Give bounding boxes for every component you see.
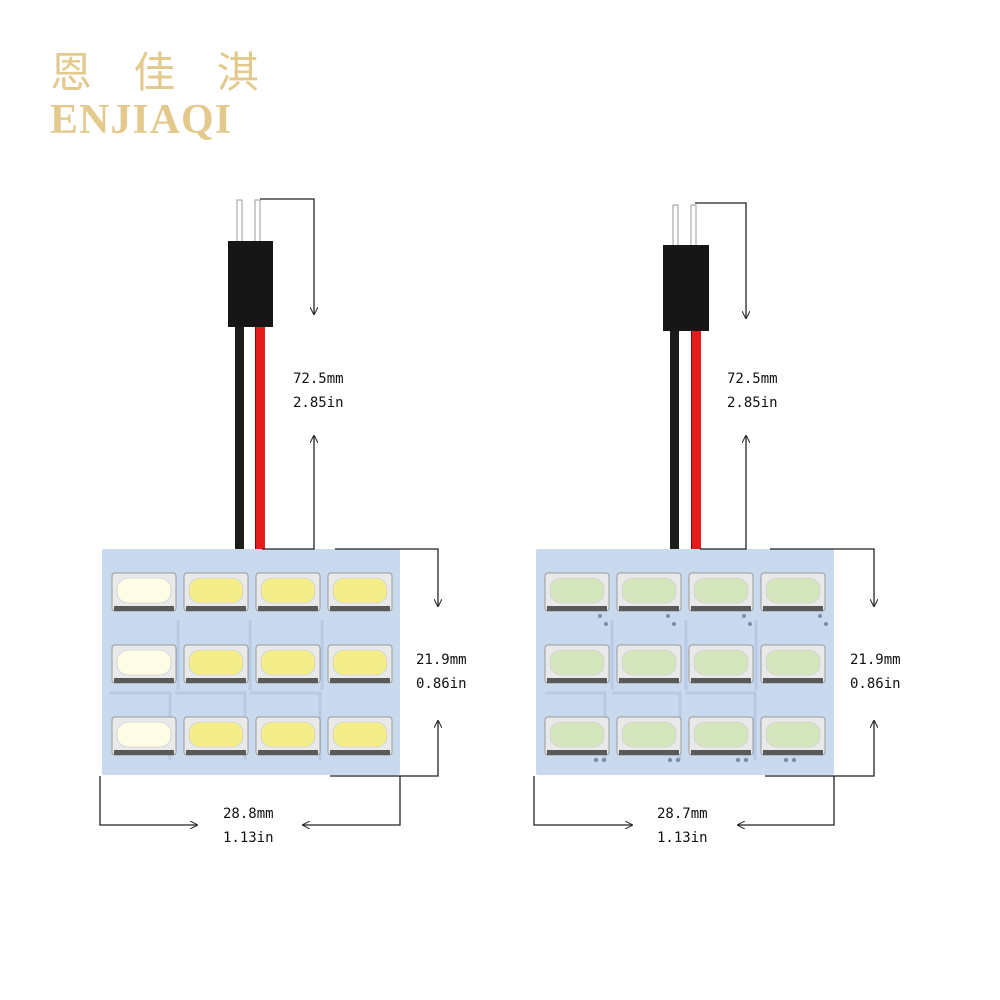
led-chip: [183, 716, 249, 756]
led-chip: [183, 644, 249, 684]
led-grid: [544, 572, 826, 756]
led-chip: [255, 572, 321, 612]
led-chip: [327, 716, 393, 756]
brand-logo-chinese: 恩 佳 淇: [50, 48, 273, 97]
led-chip: [544, 644, 610, 684]
wire-red: [692, 331, 701, 549]
width-label: 28.7mm 1.13in: [657, 802, 708, 850]
connector-pin: [672, 204, 679, 252]
connector-pin: [236, 199, 243, 247]
led-chip: [688, 644, 754, 684]
led-chip: [111, 572, 177, 612]
led-chip: [111, 644, 177, 684]
height-mm: 21.9mm: [416, 652, 467, 668]
height-in: 0.86in: [850, 676, 901, 692]
height-in: 0.86in: [416, 676, 467, 692]
led-chip: [255, 644, 321, 684]
dimension-lines-left: [99, 198, 438, 825]
led-chip: [616, 572, 682, 612]
height-label: 21.9mm 0.86in: [850, 648, 901, 696]
led-chip: [544, 572, 610, 612]
led-chip: [327, 572, 393, 612]
led-chip: [688, 716, 754, 756]
wire-length-in: 2.85in: [727, 395, 778, 411]
height-mm: 21.9mm: [850, 652, 901, 668]
dimension-lines-right: [533, 202, 874, 825]
led-chip: [616, 644, 682, 684]
connector-plug: [228, 241, 273, 327]
width-mm: 28.8mm: [223, 806, 274, 822]
brand-logo-english: ENJIAQI: [50, 97, 233, 143]
width-in: 1.13in: [657, 830, 708, 846]
brand-logo: 恩 佳 淇 ENJIAQI: [50, 48, 273, 142]
led-chip: [183, 572, 249, 612]
led-panel-green: [536, 204, 834, 775]
led-grid: [111, 572, 393, 756]
led-chip: [327, 644, 393, 684]
wire-black: [670, 331, 679, 549]
connector-pin: [690, 204, 697, 252]
led-chip: [616, 716, 682, 756]
wire-red: [256, 327, 265, 552]
connector-pin: [254, 199, 261, 247]
wire-black: [235, 327, 244, 552]
led-chip: [760, 716, 826, 756]
wire-length-label: 72.5mm 2.85in: [727, 367, 778, 415]
wire-length-in: 2.85in: [293, 395, 344, 411]
width-in: 1.13in: [223, 830, 274, 846]
led-chip: [544, 716, 610, 756]
led-panel-white: [102, 199, 400, 775]
wire-length-mm: 72.5mm: [727, 371, 778, 387]
wire-length-label: 72.5mm 2.85in: [293, 367, 344, 415]
wire-length-mm: 72.5mm: [293, 371, 344, 387]
height-label: 21.9mm 0.86in: [416, 648, 467, 696]
led-chip: [111, 716, 177, 756]
led-chip: [255, 716, 321, 756]
led-chip: [760, 572, 826, 612]
led-chip: [760, 644, 826, 684]
width-mm: 28.7mm: [657, 806, 708, 822]
width-label: 28.8mm 1.13in: [223, 802, 274, 850]
led-chip: [688, 572, 754, 612]
connector-plug: [663, 245, 709, 331]
